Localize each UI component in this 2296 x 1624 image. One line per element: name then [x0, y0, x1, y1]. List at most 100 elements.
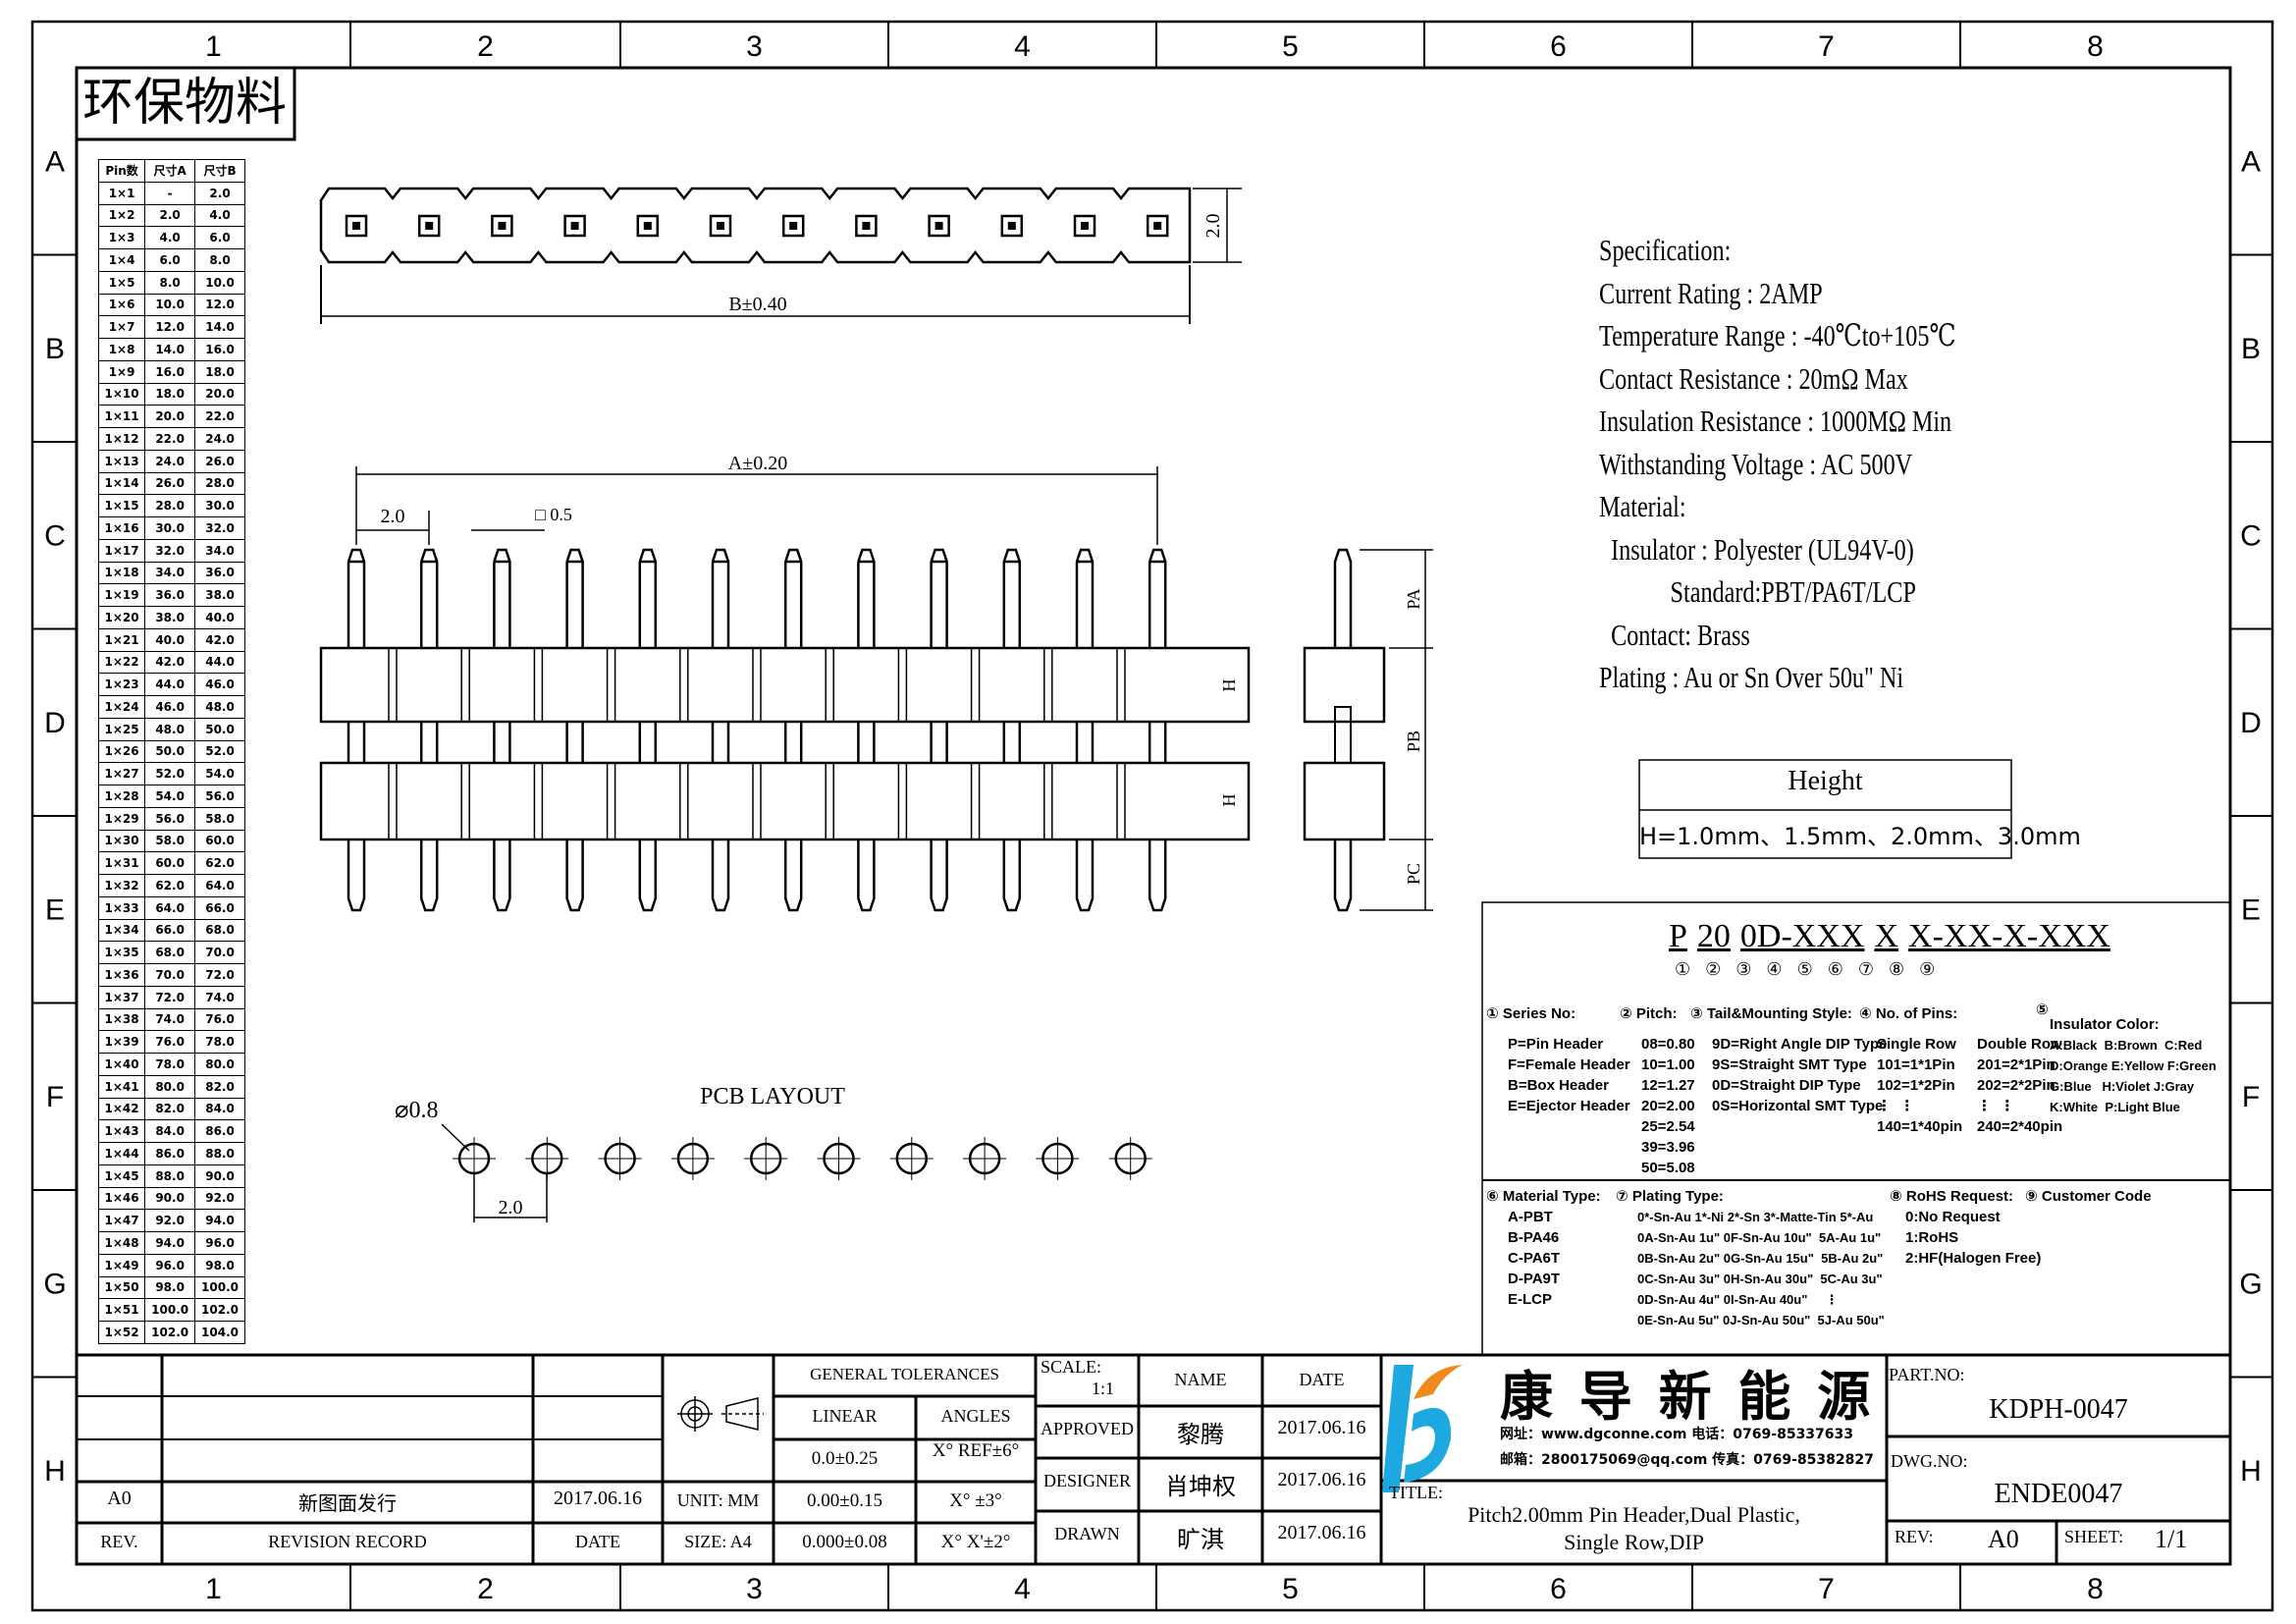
- top-view: B±0.40 2.0: [319, 187, 1242, 324]
- legend-item: 20=2.00: [1641, 1098, 1695, 1114]
- table-cell: 1×38: [97, 1007, 146, 1032]
- code-segment: X: [1874, 918, 1899, 954]
- legend-title: ⑥ Material Type:: [1486, 1188, 1601, 1205]
- angle-tolerance: X° REF±6°: [932, 1440, 1020, 1461]
- dim-h-label-1: H: [1219, 679, 1239, 692]
- table-cell: 1×2: [97, 203, 146, 228]
- table-cell: 88.0: [144, 1164, 196, 1188]
- spec-line: Insulation Resistance : 1000MΩ Min: [1599, 400, 2056, 443]
- grid-column-label: 8: [2087, 30, 2104, 63]
- table-cell: 1×16: [97, 516, 146, 540]
- grid-row-label: C: [44, 519, 66, 552]
- spec-line: Standard:PBT/PA6T/LCP: [1599, 570, 2056, 614]
- table-cell: 72.0: [144, 985, 196, 1009]
- grid-row-label: D: [2240, 707, 2262, 739]
- legend-item: 10=1.00: [1641, 1056, 1695, 1073]
- table-cell: 54.0: [144, 785, 196, 808]
- spec-line: Contact Resistance : 20mΩ Max: [1599, 357, 2056, 401]
- legend-item: 08=0.80: [1641, 1036, 1695, 1053]
- table-cell: 100.0: [144, 1298, 196, 1322]
- table-cell: 60.0: [194, 829, 245, 853]
- table-cell: 40.0: [144, 627, 196, 652]
- angles-header: ANGLES: [940, 1406, 1011, 1426]
- hole-dia-label: ⌀0.8: [395, 1098, 438, 1123]
- signoff-name: 肖坤权: [1165, 1473, 1236, 1500]
- table-cell: 94.0: [194, 1209, 245, 1232]
- pin: [565, 548, 584, 912]
- code-segment: X-: [1908, 918, 1944, 954]
- table-cell: 36.0: [144, 583, 196, 607]
- table-cell: 70.0: [144, 963, 196, 987]
- angle-tolerance: X° ±3°: [949, 1490, 1002, 1511]
- pin-square: [1146, 214, 1169, 238]
- table-header-cell: 尺寸A: [144, 159, 196, 183]
- height-title: Height: [1788, 766, 1863, 796]
- legend-item: 9S=Straight SMT Type: [1712, 1056, 1867, 1073]
- table-cell: 16.0: [144, 359, 196, 384]
- code-segment: 0D-XXX: [1739, 918, 1865, 954]
- legend-item: ⋮ ⋮: [1977, 1098, 2015, 1114]
- table-cell: 18.0: [194, 359, 245, 384]
- table-cell: 1×14: [97, 471, 146, 496]
- pcb-title: PCB LAYOUT: [700, 1084, 845, 1110]
- legend-item: 0D-Sn-Au 4u" 0I-Sn-Au 40u" ⋮: [1637, 1292, 1839, 1307]
- angle-tolerance: X° X'±2°: [940, 1532, 1011, 1552]
- grid-column-label: 6: [1550, 30, 1567, 63]
- grid-row-label: H: [44, 1455, 66, 1488]
- linear-tolerance: 0.000±0.08: [802, 1532, 887, 1552]
- table-cell: 52.0: [194, 739, 245, 764]
- linear-tolerance: 0.00±0.15: [807, 1490, 882, 1511]
- legend-title: ① Series No:: [1486, 1005, 1576, 1022]
- spec-line: Withstanding Voltage : AC 500V: [1599, 443, 2056, 486]
- legend-item: ⋮ ⋮: [1877, 1098, 1915, 1114]
- table-cell: 10.0: [144, 293, 196, 317]
- code-segment: 20: [1696, 918, 1731, 954]
- grid-column-label: 2: [477, 1573, 494, 1605]
- side-view: PA PB PC: [1303, 548, 1433, 912]
- legend-item: 25=2.54: [1641, 1118, 1695, 1135]
- legend-item: Double Row: [1977, 1036, 2062, 1053]
- legend-item: 101=1*1Pin: [1877, 1056, 1955, 1073]
- legend-item: C-PA6T: [1508, 1250, 1561, 1267]
- pin: [419, 548, 439, 912]
- table-cell: 1×26: [97, 739, 146, 764]
- table-cell: 1×35: [97, 941, 146, 964]
- table-cell: 92.0: [144, 1209, 196, 1232]
- table-cell: 6.0: [144, 248, 196, 272]
- legend-title: ⑨ Customer Code: [2025, 1188, 2152, 1205]
- spec-line: Insulator : Polyester (UL94V-0): [1599, 528, 2056, 571]
- spec-text: Contact: Brass: [1599, 617, 1750, 652]
- spec-text: Withstanding Voltage : AC 500V: [1599, 446, 1913, 481]
- pin: [493, 548, 511, 912]
- legend-item: F=Female Header: [1508, 1056, 1630, 1073]
- title-block-grid: [77, 1353, 2230, 1564]
- name-header: NAME: [1174, 1370, 1227, 1389]
- table-cell: 1×18: [97, 561, 146, 585]
- legend-item: 102=1*2Pin: [1877, 1077, 1955, 1094]
- table-cell: 6.0: [194, 226, 245, 249]
- revision-record-header: REVISION RECORD: [268, 1532, 427, 1551]
- legend-item: 9D=Right Angle DIP Type: [1712, 1036, 1888, 1053]
- sheet-label: SHEET:: [2064, 1527, 2124, 1546]
- table-cell: 84.0: [194, 1097, 245, 1121]
- dim-pitch-label: 2.0: [381, 506, 405, 527]
- legend-item: 240=2*40pin: [1977, 1118, 2063, 1135]
- legend-title: ③ Tail&Mounting Style:: [1690, 1005, 1852, 1022]
- pin: [1075, 548, 1095, 912]
- spec-text: Specification:: [1599, 233, 1732, 267]
- grid-row-label: B: [2241, 333, 2261, 365]
